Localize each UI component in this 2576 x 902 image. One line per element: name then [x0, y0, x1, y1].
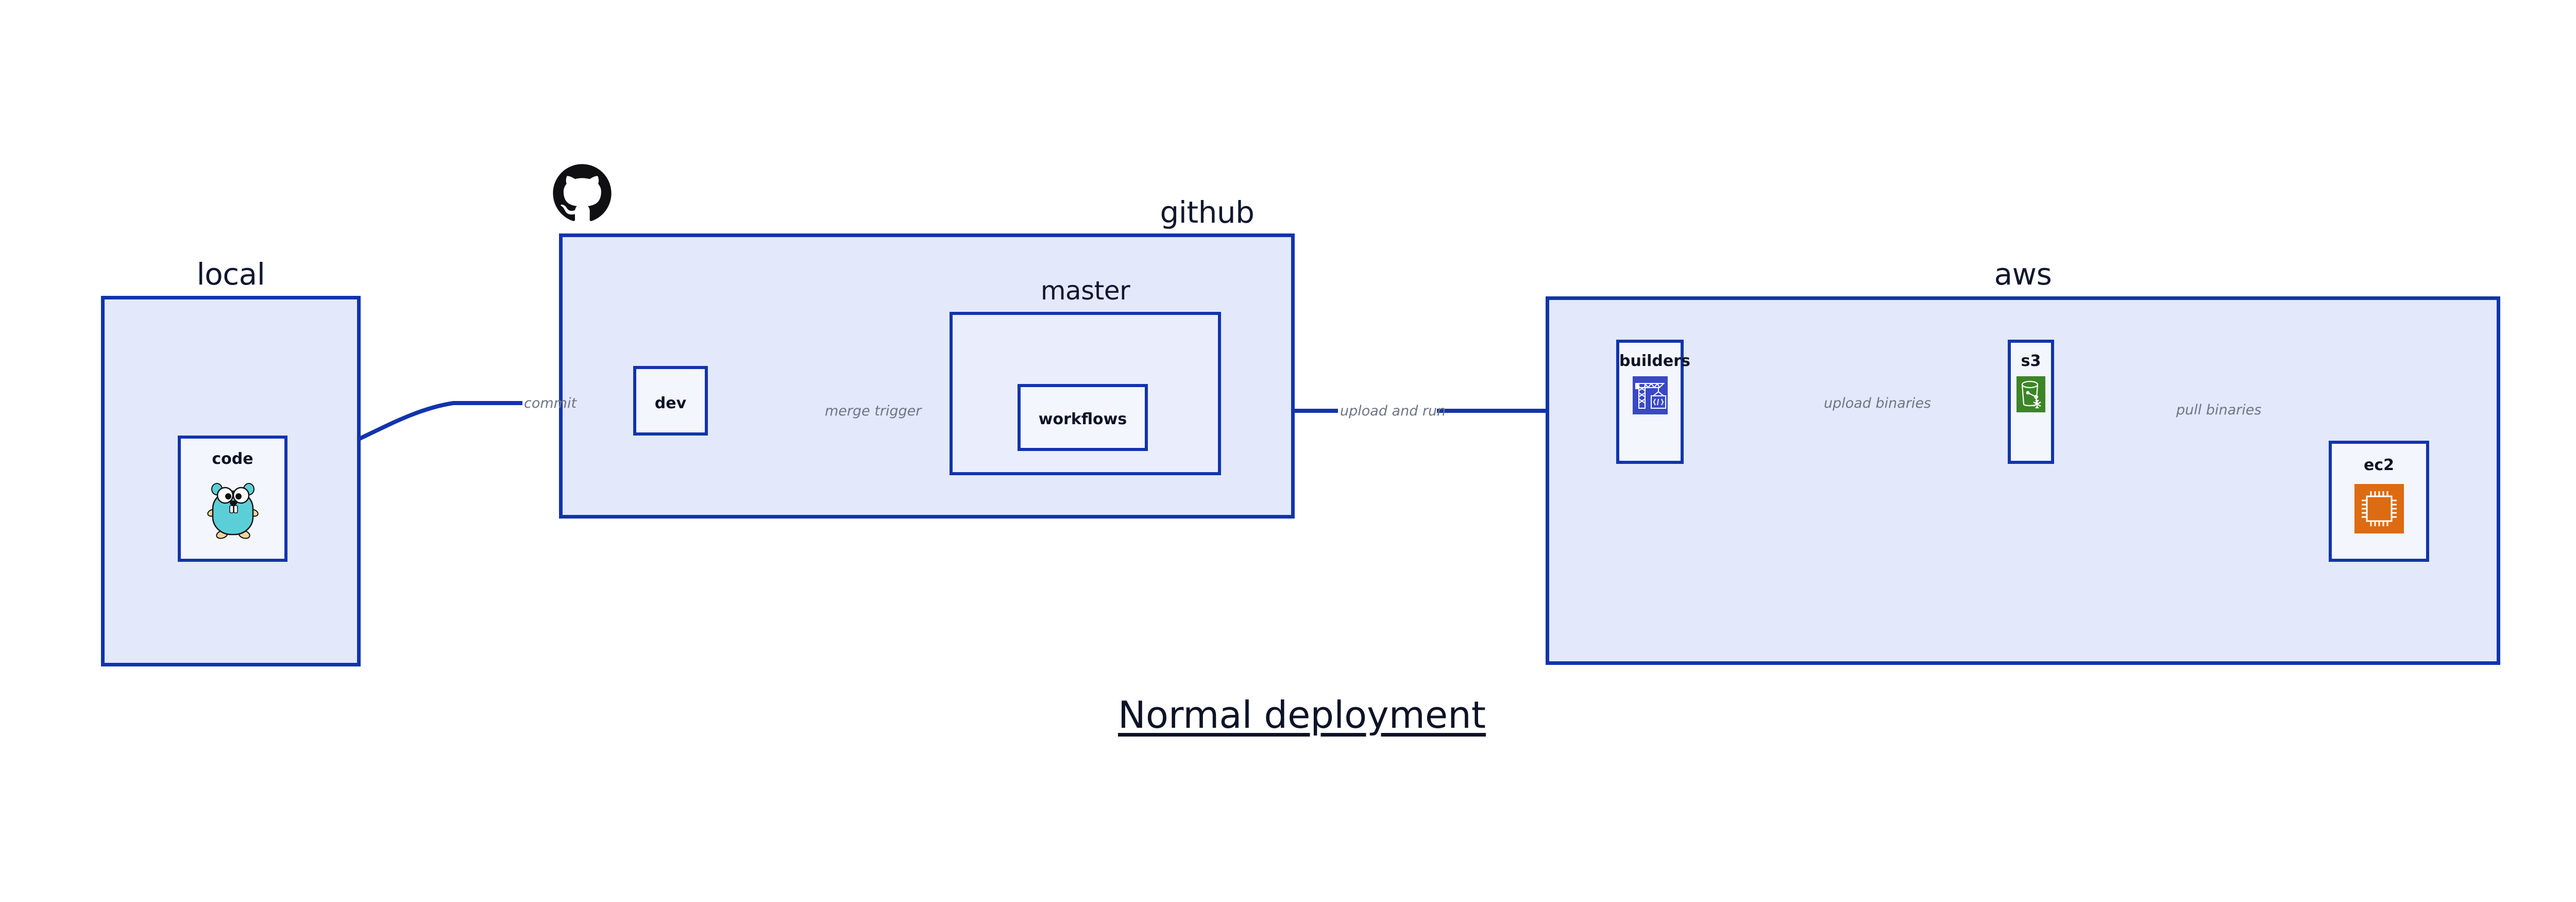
node-box-workflows[interactable]: workflows	[1018, 384, 1148, 451]
node-label-builders: builders	[1619, 352, 1690, 370]
node-box-code[interactable]: code	[178, 436, 287, 562]
github-octocat-icon	[552, 163, 613, 224]
node-box-ec2[interactable]: ec2	[2329, 441, 2429, 562]
node-label-ec2: ec2	[2363, 456, 2394, 474]
edge-label-pull-binaries: pull binaries	[2176, 402, 2262, 418]
node-box-s3[interactable]: s3	[2008, 340, 2054, 464]
group-label-local: local	[196, 257, 265, 292]
go-gopher-icon	[205, 479, 261, 541]
edge-label-merge-trigger: merge trigger	[825, 403, 922, 419]
edge-label-upload-and-run: upload and run	[1340, 403, 1446, 419]
node-box-dev[interactable]: dev	[633, 366, 708, 436]
aws-s3-bucket-icon	[2016, 376, 2045, 412]
edge-label-commit: commit	[524, 395, 577, 411]
group-label-aws: aws	[1994, 257, 2052, 292]
node-label-dev: dev	[654, 394, 687, 412]
edge-label-upload-binaries: upload binaries	[1824, 395, 1931, 411]
aws-ec2-chip-icon	[2354, 484, 2404, 533]
node-box-builders[interactable]: builders	[1616, 340, 1690, 464]
diagram-title: Normal deployment	[1117, 693, 1486, 737]
node-label-workflows: workflows	[1038, 410, 1127, 428]
group-label-github: github	[1160, 195, 1255, 230]
node-label-s3: s3	[2021, 352, 2041, 370]
aws-builder-crane-icon	[1632, 376, 1668, 414]
node-label-code: code	[212, 450, 253, 468]
group-label-master: master	[1040, 276, 1130, 306]
